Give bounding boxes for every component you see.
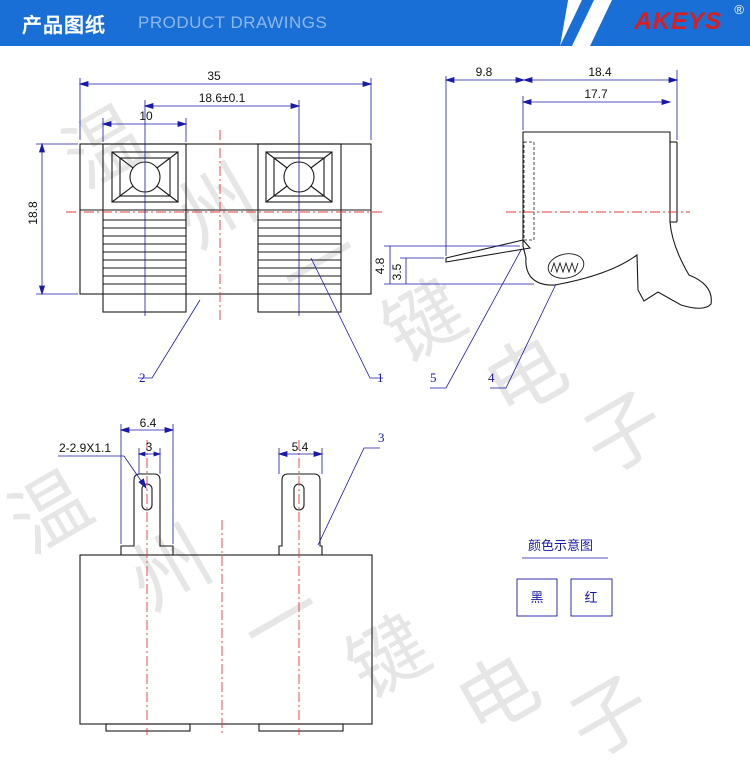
callout-5: 5 xyxy=(430,370,437,385)
dim-window: 10 xyxy=(139,109,153,123)
front-view-axes xyxy=(144,100,300,316)
legend-item-red: 红 xyxy=(584,590,597,606)
callout-leaders-front xyxy=(138,257,383,379)
dim-slot-offset: 3 xyxy=(146,440,153,454)
dim-pitch: 18.6±0.1 xyxy=(199,91,246,105)
logo-band xyxy=(560,0,750,46)
front-view-body xyxy=(79,143,372,295)
legend-item-black: 黑 xyxy=(530,591,543,606)
watermark-char: 一 xyxy=(265,208,378,325)
bottom-view-body xyxy=(79,554,373,725)
dim-pin-width: 6.4 xyxy=(140,416,157,430)
product-drawing: 温 州 一 键 电 子 温 州 一 键 电 子 xyxy=(0,65,712,763)
front-view-centerlines xyxy=(66,130,384,320)
watermark-char: 一 xyxy=(227,564,340,681)
watermark-char: 州 xyxy=(161,150,274,267)
registered-mark: ® xyxy=(734,2,744,17)
side-view-lever xyxy=(445,239,532,263)
bottom-view xyxy=(79,473,373,732)
dim-lever-a: 4.8 xyxy=(373,257,387,274)
side-view-dimensions xyxy=(384,70,679,285)
lever-ribs-right xyxy=(258,219,341,285)
side-view-slot xyxy=(523,141,535,241)
watermark-char: 子 xyxy=(569,376,682,493)
dim-width: 35 xyxy=(207,69,221,83)
solder-pin-left xyxy=(120,473,174,555)
bottom-view-dimensions xyxy=(58,424,380,546)
callout-3: 3 xyxy=(378,430,385,445)
callout-4: 4 xyxy=(488,370,495,385)
legend-swatch-black xyxy=(516,578,558,617)
dim-depth-b: 18.4 xyxy=(588,65,612,79)
watermark-char: 子 xyxy=(555,660,668,763)
callout-2: 2 xyxy=(139,370,146,385)
header-title: 产品图纸 xyxy=(22,13,106,37)
header-subtitle: PRODUCT DRAWINGS xyxy=(138,13,328,32)
lever-ribs-left xyxy=(103,219,186,285)
side-view xyxy=(445,131,712,309)
legend-swatch-red xyxy=(570,578,613,617)
legend-title: 颜色示意图 xyxy=(528,538,593,554)
watermark-char: 电 xyxy=(443,638,556,755)
watermark-char: 键 xyxy=(333,600,446,717)
side-view-spring xyxy=(547,253,585,279)
color-legend: 颜色示意图 黑 红 xyxy=(516,538,613,617)
watermark-char: 温 xyxy=(0,455,107,572)
callout-leaders-side xyxy=(430,249,557,389)
brand-logo: AKEYS xyxy=(634,8,722,35)
bottom-view-centerlines xyxy=(146,440,300,735)
bottom-view-foot-right xyxy=(258,723,344,732)
front-view-dimensions xyxy=(36,78,373,296)
dim-height: 18.8 xyxy=(26,201,40,225)
callout-1: 1 xyxy=(377,370,384,385)
bottom-view-foot-left xyxy=(105,723,191,732)
dim-depth-a: 9.8 xyxy=(476,65,493,79)
dim-pin-width-b: 5.4 xyxy=(292,440,309,454)
header-bar: 产品图纸 PRODUCT DRAWINGS AKEYS ® xyxy=(0,0,750,46)
dim-lever-b: 3.5 xyxy=(390,263,404,280)
watermark-char: 州 xyxy=(115,512,228,629)
solder-pin-right xyxy=(278,473,323,555)
watermark-char: 键 xyxy=(369,264,482,381)
dim-slot-spec: 2-2.9X1.1 xyxy=(59,441,111,455)
dim-depth-c: 17.7 xyxy=(584,87,608,101)
side-view-body xyxy=(522,131,712,309)
